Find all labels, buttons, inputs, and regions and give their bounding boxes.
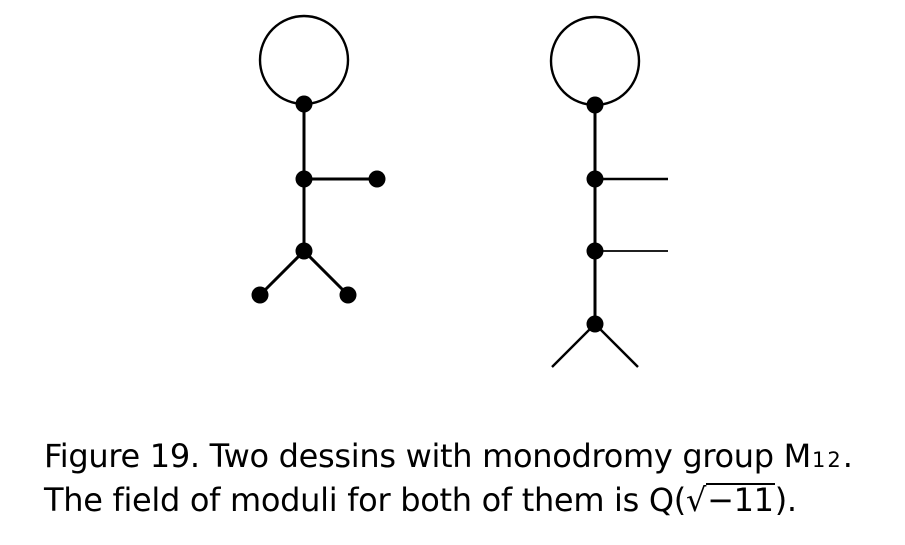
caption-line-1-text: Figure 19. Two dessins with monodromy gr… [44, 437, 811, 475]
right-leg-right [594, 323, 639, 368]
right-dessin [549, 15, 668, 368]
right-vertex-loop-base [586, 96, 604, 114]
right-loop [549, 15, 641, 107]
square-root: √−11 [686, 480, 775, 520]
left-vertices [251, 95, 386, 304]
caption-line-1: Figure 19. Two dessins with monodromy gr… [44, 436, 894, 480]
left-vertex-loop-base [295, 95, 313, 113]
right-vertices [586, 96, 604, 333]
field-symbol: Q [648, 481, 674, 519]
left-dessin [258, 14, 377, 297]
left-vertex-lower [295, 242, 313, 260]
sqrt-sign: √ [685, 481, 707, 519]
left-loop [258, 14, 350, 106]
left-vertex-leg-left [251, 286, 269, 304]
left-leg-left [258, 249, 306, 297]
group-subscript: 12 [812, 448, 843, 472]
left-vertex-middle [295, 170, 313, 188]
right-vertex-lower [586, 315, 604, 333]
left-vertex-leg-right [339, 286, 357, 304]
left-leg-right [302, 249, 350, 297]
dessins-figure [251, 14, 668, 368]
caption-line-2-text: The field of moduli for both of them is [44, 481, 649, 519]
figure-caption: Figure 19. Two dessins with monodromy gr… [44, 436, 894, 520]
caption-line-2: The field of moduli for both of them is … [44, 480, 894, 520]
right-leg-left [551, 323, 596, 368]
open-paren: ( [673, 481, 686, 519]
caption-line-1-end: . [842, 437, 853, 475]
close-paren: ). [774, 481, 797, 519]
left-vertex-branch-end [368, 170, 386, 188]
radicand: −11 [706, 481, 775, 519]
right-vertex-middle [586, 242, 604, 260]
right-vertex-upper [586, 170, 604, 188]
